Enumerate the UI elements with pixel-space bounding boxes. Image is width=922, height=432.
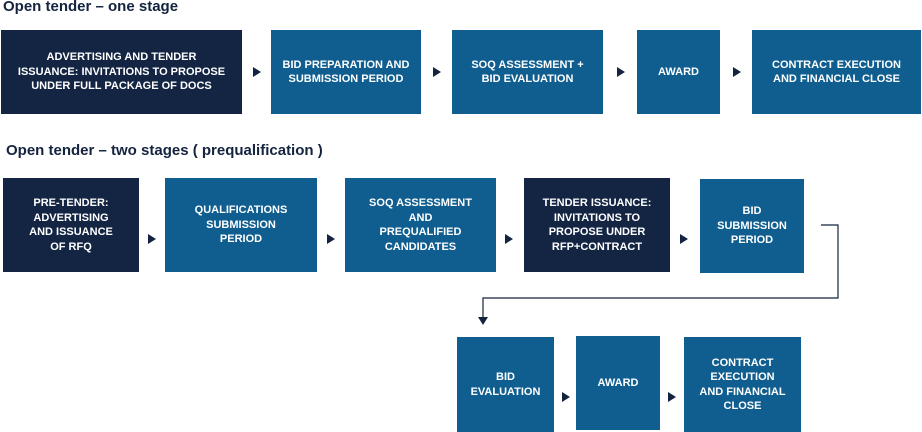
arrow-right-icon [733, 67, 741, 77]
step-label: BID PREPARATION AND SUBMISSION PERIOD [282, 58, 410, 86]
arrow-right-icon [433, 67, 441, 77]
two-stage-step-contract-execution: CONTRACT EXECUTION AND FINANCIAL CLOSE [684, 337, 801, 432]
arrow-right-icon [617, 67, 625, 77]
step-label: QUALIFICATIONS SUBMISSION PERIOD [194, 204, 288, 246]
arrow-down-icon [478, 317, 488, 325]
step-label: CONTRACT EXECUTION AND FINANCIAL CLOSE [772, 58, 901, 86]
connector-line [482, 224, 839, 317]
arrow-right-icon [562, 392, 570, 402]
arrow-right-icon [253, 67, 261, 77]
two-stage-step-soq-assessment: SOQ ASSESSMENT AND PREQUALIFIED CANDIDAT… [345, 178, 496, 272]
step-label: TENDER ISSUANCE: INVITATIONS TO PROPOSE … [542, 197, 652, 253]
one-stage-step-contract-execution: CONTRACT EXECUTION AND FINANCIAL CLOSE [752, 30, 921, 114]
arrow-right-icon [680, 234, 688, 244]
step-label: BID EVALUATION [470, 371, 541, 398]
arrow-right-icon [668, 392, 676, 402]
arrow-right-icon [505, 234, 513, 244]
step-label: AWARD [658, 65, 699, 78]
two-stage-step-qualifications-submission: QUALIFICATIONS SUBMISSION PERIOD [165, 178, 317, 272]
step-label: BID SUBMISSION PERIOD [717, 205, 787, 247]
step-label: SOQ ASSESSMENT AND PREQUALIFIED CANDIDAT… [369, 197, 472, 253]
two-stage-heading: Open tender – two stages ( prequalificat… [6, 142, 323, 159]
step-label: AWARD [597, 376, 639, 389]
one-stage-step-bid-preparation: BID PREPARATION AND SUBMISSION PERIOD [271, 30, 421, 114]
one-stage-step-soq-assessment: SOQ ASSESSMENT + BID EVALUATION [452, 30, 603, 114]
step-label: SOQ ASSESSMENT + BID EVALUATION [471, 58, 584, 86]
two-stage-step-bid-evaluation: BID EVALUATION [457, 337, 554, 432]
step-label: ADVERTISING AND TENDER ISSUANCE: INVITAT… [17, 51, 226, 93]
one-stage-step-advertising: ADVERTISING AND TENDER ISSUANCE: INVITAT… [1, 30, 242, 114]
two-stage-step-tender-issuance: TENDER ISSUANCE: INVITATIONS TO PROPOSE … [524, 178, 670, 272]
one-stage-heading: Open tender – one stage [3, 0, 179, 15]
one-stage-step-award: AWARD [637, 30, 720, 114]
step-label: PRE-TENDER: ADVERTISING AND ISSUANCE OF … [29, 197, 113, 253]
arrow-right-icon [327, 234, 335, 244]
two-stage-step-bid-submission: BID SUBMISSION PERIOD [700, 179, 804, 273]
two-stage-step-pre-tender: PRE-TENDER: ADVERTISING AND ISSUANCE OF … [3, 178, 139, 272]
two-stage-step-award: AWARD [576, 336, 660, 430]
arrow-right-icon [148, 234, 156, 244]
step-label: CONTRACT EXECUTION AND FINANCIAL CLOSE [699, 356, 786, 413]
